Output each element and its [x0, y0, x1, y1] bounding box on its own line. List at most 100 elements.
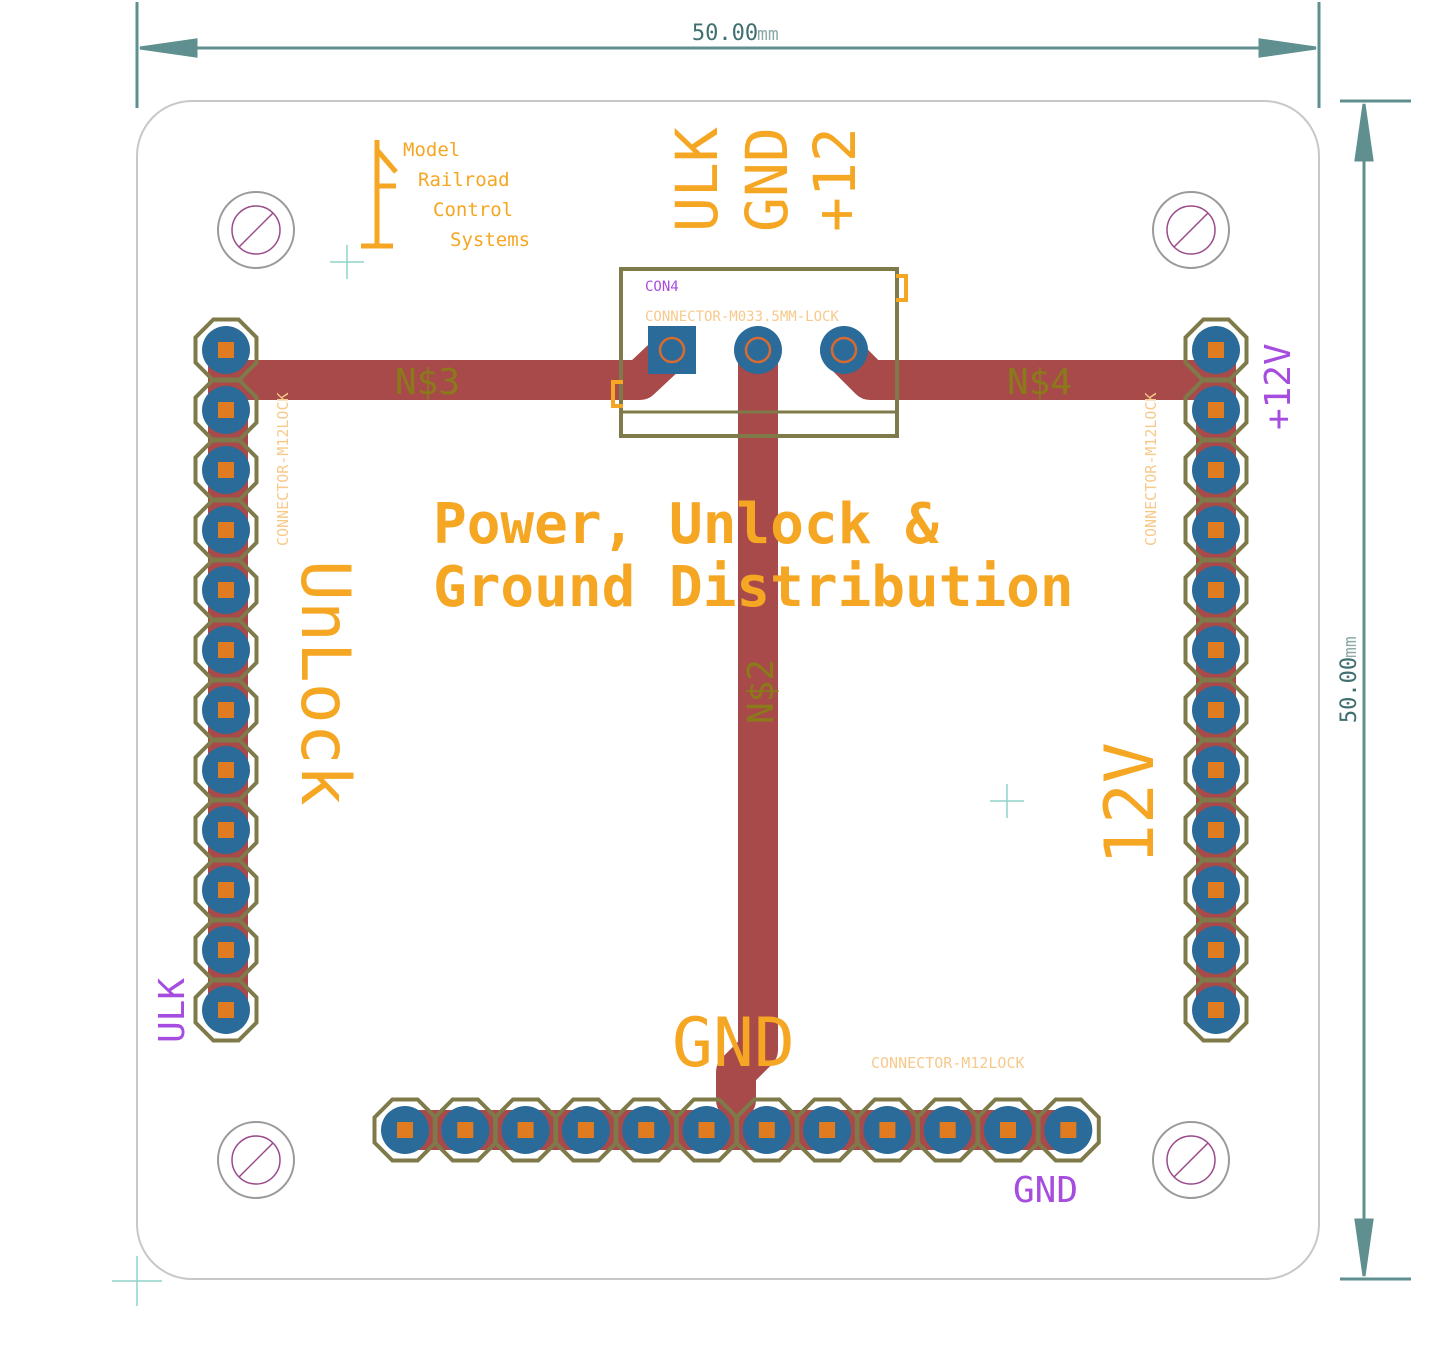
- left-header-pin-drill: [218, 522, 234, 538]
- connector-silk-mark-right: [896, 274, 908, 302]
- net-label-center: N$2: [741, 659, 782, 724]
- left-header-pin-drill: [218, 762, 234, 778]
- logo-line-3: Control: [433, 199, 513, 221]
- net-label-right: N$4: [1007, 362, 1072, 403]
- bottom-header-pin-outline: [915, 1097, 981, 1163]
- left-header-pin-drill: [218, 882, 234, 898]
- mounting-holes: [217, 191, 1230, 1199]
- logo-line-2: Railroad: [418, 169, 510, 191]
- bottom-header-pin-outline: [372, 1097, 438, 1163]
- right-pin-label: +12V: [1258, 343, 1299, 430]
- bottom-header-pin-outline: [1035, 1097, 1101, 1163]
- bottom-header-pin-drill: [397, 1122, 413, 1138]
- bottom-header-pin-outline: [854, 1097, 920, 1163]
- bottom-header-pin-drill: [879, 1122, 896, 1138]
- right-header-pin-drill: [1208, 822, 1224, 838]
- connector-pad-1: [648, 326, 696, 374]
- trace-n2: [716, 330, 778, 1120]
- right-header-pin-drill: [1208, 402, 1224, 418]
- bottom-header-pin-drill: [638, 1122, 655, 1138]
- logo-line-4: Systems: [450, 229, 530, 251]
- left-header-value: CONNECTOR-M12LOCK: [274, 392, 292, 546]
- origin-markers: [112, 245, 1024, 1306]
- bottom-side-label: GND: [672, 1004, 795, 1083]
- bottom-header-pin-drill: [1000, 1122, 1016, 1138]
- header-right: [1183, 317, 1249, 1043]
- bottom-header-pin-outline: [613, 1097, 679, 1163]
- bottom-header-pin-outline: [432, 1097, 498, 1163]
- dimension-vertical-value: 50.00: [1337, 657, 1362, 723]
- left-header-pin-outline: [193, 977, 259, 1043]
- dimension-horizontal-value: 50.00: [692, 21, 758, 46]
- header-bottom: [372, 1097, 1101, 1163]
- right-header-pin-outline: [1183, 977, 1249, 1043]
- right-header-pin-drill: [1208, 462, 1224, 478]
- left-header-pin-drill: [218, 822, 234, 838]
- bottom-pin-label: GND: [1013, 1170, 1078, 1211]
- bottom-header-pin-drill: [1060, 1122, 1077, 1138]
- bottom-header-pin-drill: [758, 1122, 775, 1138]
- bottom-header-pin-drill: [819, 1122, 836, 1138]
- left-header-pin-drill: [218, 642, 234, 658]
- dimension-horizontal: [135, 2, 1321, 108]
- bottom-header-pin-drill: [939, 1122, 956, 1138]
- bottom-header-pin-drill: [577, 1122, 594, 1138]
- dimension-vertical-unit: mm: [1340, 636, 1361, 658]
- logo-line-1: Model: [403, 139, 460, 161]
- connector-pad-2: [734, 326, 782, 374]
- right-header-value: CONNECTOR-M12LOCK: [1142, 392, 1160, 546]
- right-side-label: 12V: [1091, 742, 1170, 865]
- bottom-header-pin-outline: [794, 1097, 860, 1163]
- connector-body: [619, 267, 899, 438]
- dimension-vertical: [1340, 99, 1411, 1281]
- right-header-pin-drill: [1208, 762, 1224, 778]
- bottom-header-pin-drill: [517, 1122, 534, 1138]
- bottom-header-value: CONNECTOR-M12LOCK: [871, 1054, 1025, 1072]
- connector-pad-3: [820, 326, 868, 374]
- dimension-horizontal-unit: mm: [757, 24, 779, 45]
- left-header-pin-drill: [218, 342, 234, 358]
- dimension-arrow-right: [1258, 38, 1317, 58]
- dimension-arrow-bottom: [1354, 1218, 1374, 1277]
- bottom-header-pin-drill: [457, 1122, 474, 1138]
- bottom-header-pin-outline: [493, 1097, 559, 1163]
- dimension-arrow-left: [139, 38, 198, 58]
- right-header-pin-drill: [1208, 942, 1224, 958]
- connector-name: CON4: [645, 279, 679, 295]
- right-header-pin-drill: [1208, 642, 1224, 658]
- net-label-left: N$3: [395, 362, 460, 403]
- connector-con4: [611, 267, 908, 438]
- top-label-gnd: GND: [733, 127, 801, 232]
- dimension-arrow-top: [1354, 103, 1374, 162]
- right-header-pin-drill: [1208, 342, 1224, 358]
- left-header-pin-drill: [218, 1002, 234, 1018]
- connector-silk-mark-left: [611, 380, 623, 408]
- top-label-ulk: ULK: [663, 127, 731, 232]
- bottom-header-pin-outline: [734, 1097, 800, 1163]
- bottom-header-pin-outline: [975, 1097, 1041, 1163]
- bottom-header-pin-drill: [698, 1122, 715, 1138]
- bottom-header-pin-outline: [674, 1097, 739, 1163]
- left-side-label: UnLock: [285, 560, 364, 806]
- right-header-pin-drill: [1208, 522, 1224, 538]
- mounting-hole-bottom-left: [217, 1121, 295, 1199]
- header-left: [193, 317, 259, 1043]
- right-header-pin-drill: [1208, 702, 1224, 718]
- top-label-12: +12: [801, 127, 869, 232]
- left-header-pin-drill: [218, 582, 234, 598]
- mounting-hole-bottom-right: [1152, 1121, 1230, 1199]
- right-header-pin-drill: [1208, 582, 1224, 598]
- left-header-pin-drill: [218, 942, 234, 958]
- right-header-pin-drill: [1208, 1002, 1224, 1018]
- left-pin-label: ULK: [152, 978, 193, 1043]
- left-header-pin-drill: [218, 702, 234, 718]
- right-header-pin-drill: [1208, 882, 1224, 898]
- connector-value: CONNECTOR-M033.5MM-LOCK: [645, 309, 839, 325]
- mounting-hole-top-right: [1152, 191, 1230, 269]
- mounting-hole-top-left: [217, 191, 295, 269]
- bottom-header-pin-outline: [553, 1097, 619, 1163]
- left-header-pin-drill: [218, 462, 234, 478]
- title-line-2: Ground Distribution: [433, 555, 1074, 620]
- left-header-pin-drill: [218, 402, 234, 418]
